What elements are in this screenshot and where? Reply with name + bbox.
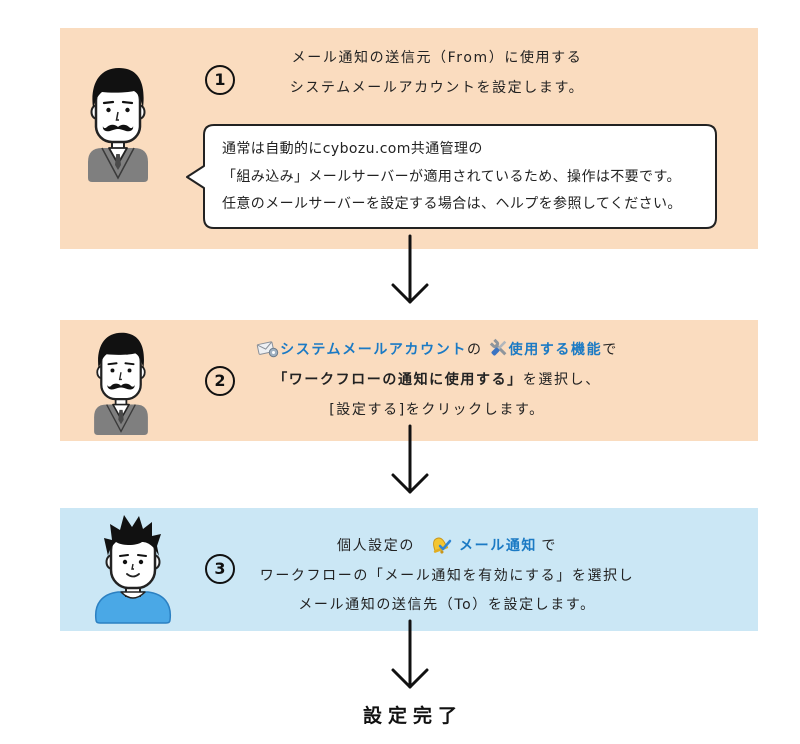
avatar-hair — [92, 68, 144, 108]
particle-no: の — [466, 342, 483, 358]
step-3-line-1: 個人設定の メール通知 で — [207, 532, 687, 562]
step-3-instructions: 個人設定の メール通知 で ワークフローの「メール通知を有効にする」を選択し メ… — [207, 532, 687, 621]
system-mail-account-icon — [256, 341, 279, 358]
step-number-1: 1 — [205, 65, 235, 95]
step-2-line-2-suffix: を選択し、 — [522, 372, 601, 388]
step-1-line-2: システムメールアカウントを設定します。 — [289, 80, 585, 96]
workflow-notification-option: 「ワークフローの通知に使用する」 — [273, 372, 523, 388]
step-3-panel: 3 個人設定の メール通知 で ワークフローの「メール通知を有効にする」を選択し… — [60, 508, 758, 631]
user-avatar-icon — [94, 515, 172, 624]
system-mail-account-label: システムメールアカウント — [280, 342, 467, 358]
bubble-line-3: 任意のメールサーバーを設定する場合は、ヘルプを参照してください。 — [222, 196, 682, 212]
setup-complete-label: 設定完了 — [362, 705, 463, 727]
personal-settings-prefix: 個人設定の — [336, 538, 415, 554]
administrator-avatar-icon — [88, 68, 148, 182]
step-number-3: 3 — [205, 554, 235, 584]
particle-de: で — [541, 538, 558, 554]
down-arrow-icon — [391, 234, 429, 304]
bubble-line-1: 通常は自動的にcybozu.com共通管理の — [222, 141, 483, 157]
step-2-instructions: システムメールアカウントの 使用する機能で 「ワークフローの通知に使用する」を選… — [197, 335, 677, 425]
step-2-panel: 2 システムメールアカウントの 使用する機能で — [60, 320, 758, 441]
tools-icon — [489, 338, 507, 356]
avatar-mustache — [102, 124, 134, 132]
administrator-avatar-icon — [94, 332, 148, 435]
bubble-line-2: 「組み込み」メールサーバーが適用されているため、操作は不要です。 — [222, 168, 681, 185]
step-3-line-2: ワークフローの「メール通知を有効にする」を選択し — [259, 567, 635, 584]
features-in-use-label: 使用する機能 — [508, 342, 603, 358]
step-2-line-3: [設定する]をクリックします。 — [329, 402, 545, 418]
speech-bubble — [186, 124, 717, 229]
particle-de: で — [602, 342, 618, 358]
avatar-mustache — [107, 383, 135, 390]
step-1-panel: 1 メール通知の送信元（From）に使用する システムメールアカウントを設定しま… — [60, 28, 758, 249]
down-arrow-icon — [391, 619, 429, 689]
step-1-instructions: メール通知の送信元（From）に使用する システムメールアカウントを設定します。 — [197, 43, 677, 103]
step-1-line-1: メール通知の送信元（From）に使用する — [291, 50, 583, 66]
avatar-hair — [104, 515, 161, 556]
mail-notification-label: メール通知 — [459, 538, 538, 554]
speech-bubble-text: 通常は自動的にcybozu.com共通管理の 「組み込み」メールサーバーが適用さ… — [222, 136, 682, 219]
step-3-line-3: メール通知の送信先（To）を設定します。 — [298, 597, 596, 613]
down-arrow-icon — [391, 424, 429, 494]
avatar-hair — [98, 332, 144, 369]
avatar-body — [94, 591, 172, 624]
step-2-line-2: 「ワークフローの通知に使用する」を選択し、 — [197, 365, 677, 395]
mail-notification-icon — [432, 537, 452, 554]
step-2-line-1: システムメールアカウントの 使用する機能で — [197, 335, 677, 365]
step-number-2: 2 — [205, 366, 235, 396]
